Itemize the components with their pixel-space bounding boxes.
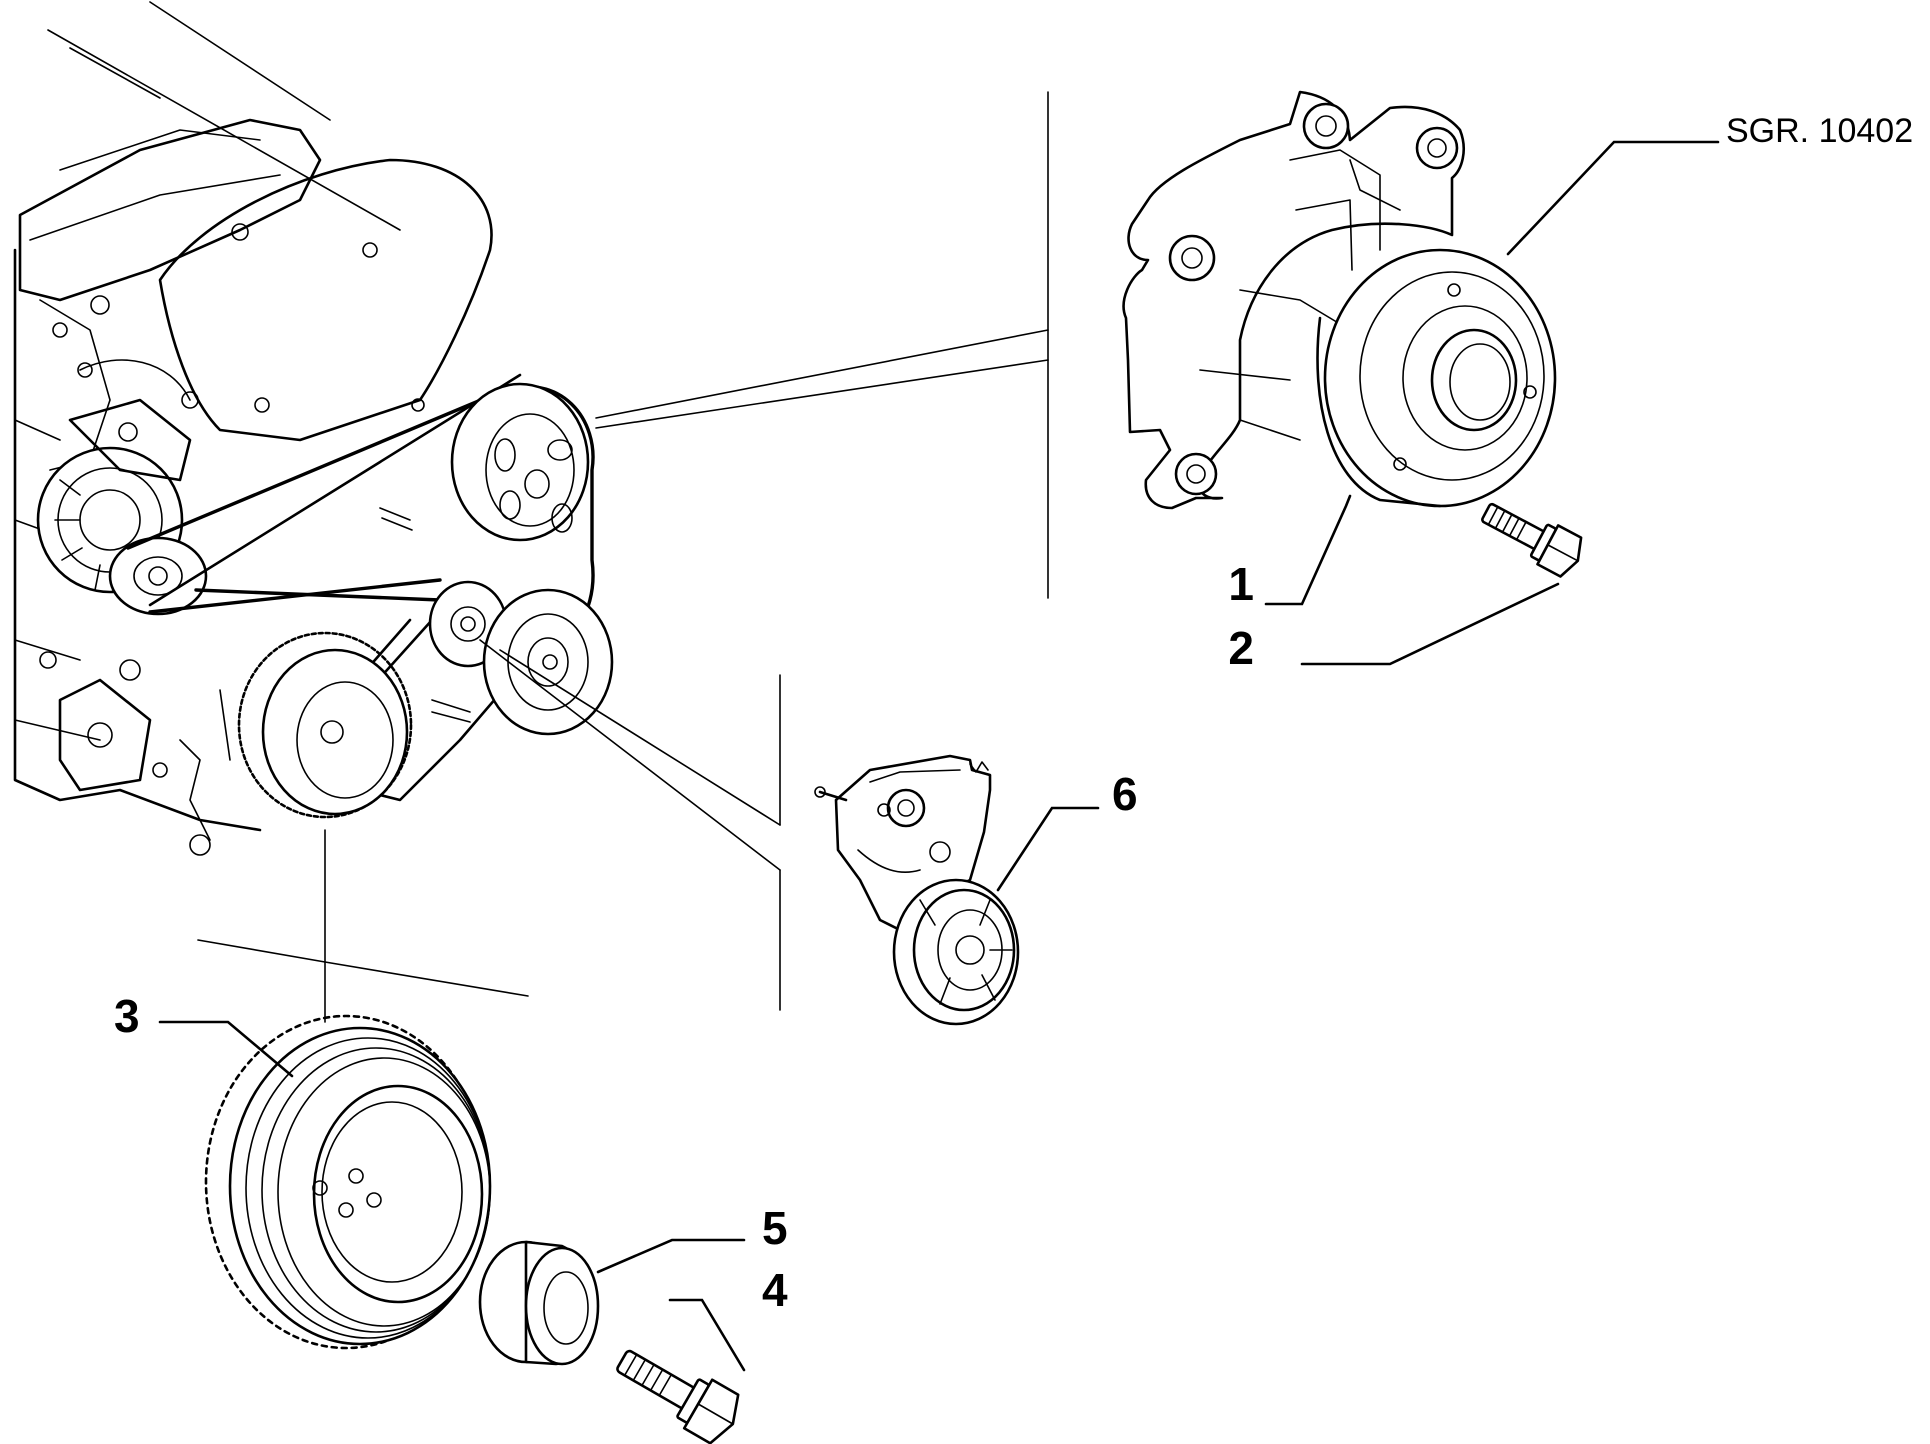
crankshaft-pulley[interactable] bbox=[204, 1014, 492, 1350]
callout-1: 1 bbox=[1228, 558, 1254, 610]
pump-bolt[interactable] bbox=[1476, 493, 1588, 581]
leader-ref bbox=[1506, 140, 1720, 256]
water-pump[interactable] bbox=[1122, 90, 1557, 510]
leader-6 bbox=[996, 806, 1100, 892]
reference-code: SGR. 10402 bbox=[1726, 112, 1913, 150]
pulley-bolt[interactable] bbox=[608, 1336, 747, 1444]
callout-3: 3 bbox=[114, 990, 140, 1042]
compressor-pulley bbox=[482, 588, 614, 736]
callout-5: 5 bbox=[762, 1202, 788, 1254]
callout-2: 2 bbox=[1228, 622, 1254, 674]
spacer-bushing[interactable] bbox=[478, 1240, 600, 1366]
extraction-lines bbox=[197, 91, 1049, 1023]
leader-1 bbox=[1264, 494, 1352, 606]
callout-4: 4 bbox=[762, 1264, 788, 1316]
leader-2 bbox=[1300, 582, 1560, 666]
engine-crank-pulley bbox=[237, 631, 413, 819]
leader-5 bbox=[596, 1238, 746, 1274]
water-pump-pulley bbox=[450, 382, 590, 542]
leader-4 bbox=[668, 1298, 746, 1372]
belt-tensioner[interactable] bbox=[814, 754, 1020, 1026]
callout-labels: SGR. 10402 1 2 3 4 5 6 bbox=[114, 112, 1913, 1316]
engine-assembly-drawing bbox=[13, 1, 614, 856]
leader-3 bbox=[158, 1020, 294, 1078]
alternator-pulley bbox=[108, 536, 208, 616]
callout-6: 6 bbox=[1112, 768, 1138, 820]
leader-lines bbox=[158, 140, 1720, 1372]
